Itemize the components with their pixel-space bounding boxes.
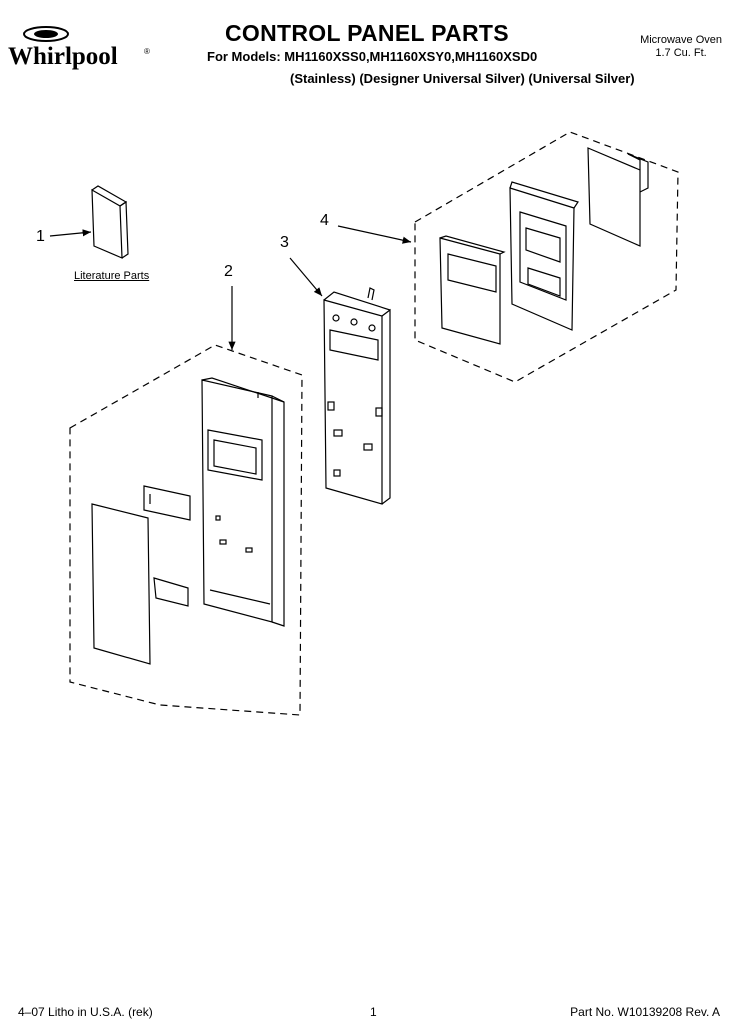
control-panel-frame (323, 287, 391, 505)
touchpad-overlay (91, 503, 151, 665)
finish-list: (Stainless) (Designer Universal Silver) … (290, 71, 635, 86)
product-capacity: 1.7 Cu. Ft. (655, 47, 707, 59)
registered-mark: ® (144, 47, 150, 56)
callout-1: 1 (36, 228, 45, 245)
page-title: CONTROL PANEL PARTS (225, 20, 509, 46)
display-window (143, 485, 191, 521)
literature-booklet (91, 185, 129, 259)
callout-3: 3 (280, 234, 289, 251)
logo-wordmark: Whirlpool (8, 43, 118, 70)
leader-line-1 (49, 229, 92, 237)
assembly-2-boundary (69, 344, 303, 716)
literature-parts-label: Literature Parts (74, 270, 150, 282)
model-list: For Models: MH1160XSS0,MH1160XSY0,MH1160… (207, 49, 538, 64)
product-info: Microwave Oven 1.7 Cu. Ft. (640, 34, 722, 60)
bracket-piece (153, 577, 189, 607)
product-type: Microwave Oven (640, 34, 722, 46)
page-number: 1 (370, 1005, 377, 1019)
litho-note: 4–07 Litho in U.S.A. (rek) (18, 1005, 153, 1019)
control-circuit-board (587, 147, 649, 247)
callout-2: 2 (224, 263, 233, 280)
board-mounting-frame (509, 181, 579, 331)
whirlpool-logo: Whirlpool ® (8, 26, 150, 70)
whirlpool-swirl-icon (23, 26, 69, 42)
callout-4: 4 (320, 212, 329, 229)
control-panel-front (201, 377, 285, 627)
leader-line-4 (337, 225, 412, 244)
part-number: Part No. W10139208 Rev. A (570, 1005, 720, 1019)
keypad-bracket (439, 235, 506, 345)
assembly-4-boundary (414, 131, 679, 383)
leader-line-3 (289, 257, 323, 297)
